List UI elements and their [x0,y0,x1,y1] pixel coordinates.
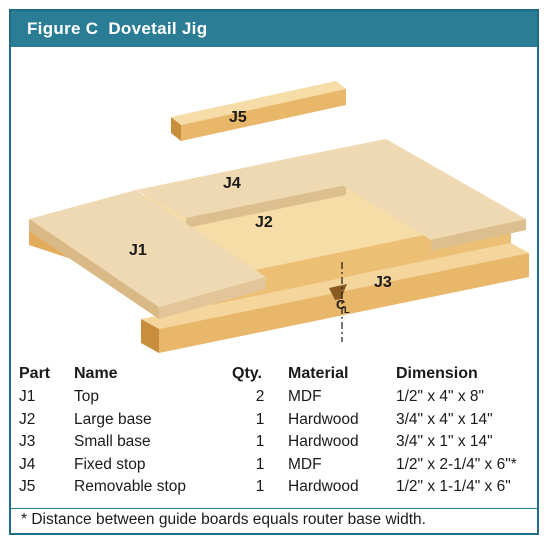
label-j3: J3 [374,274,392,291]
table-header-row: Part Name Qty. Material Dimension [19,362,529,386]
cell-qty: 1 [255,410,265,428]
label-j2: J2 [255,214,273,231]
centerline-sub-label: L [344,305,350,315]
j5-front-face [171,117,181,141]
cell-material: MDF [288,455,322,473]
cell-material: MDF [288,388,322,406]
cell-dimension: 3/4" x 1" x 14" [396,433,493,451]
dovetail-jig-illustration: J5 J4 J2 J1 J3 C L [29,81,529,353]
header-qty: Qty. [232,365,262,382]
cell-material: Hardwood [288,478,359,496]
cell-dimension: 1/2" x 4" x 8" [396,388,485,406]
j1-left-top-face [29,190,266,307]
header-material: Material [288,365,349,382]
figure-number: Figure C [27,19,99,38]
j3-side-face [159,253,529,353]
cell-part: J5 [19,478,36,496]
cell-name: Small base [74,433,151,451]
cell-qty: 1 [255,433,265,451]
cell-part: J3 [19,433,36,451]
cell-dimension: 3/4" x 4" x 14" [396,410,493,428]
j1-left-front-face [29,219,159,319]
footnote-divider [11,508,537,509]
table-row: J1 Top 2 MDF 1/2" x 4" x 8" [19,386,529,409]
header-name: Name [74,365,118,382]
cell-part: J1 [19,388,36,406]
table-row: J4 Fixed stop 1 MDF 1/2" x 2-1/4" x 6"* [19,454,529,477]
j3-front-face [141,319,159,353]
j3-top-face [141,243,529,329]
cell-name: Large base [74,410,152,428]
j5-side-face [181,89,346,141]
j5-top-face [171,81,346,125]
cell-name: Top [74,388,99,406]
label-j4: J4 [223,175,241,192]
cell-part: J4 [19,455,36,473]
cell-dimension: 1/2" x 2-1/4" x 6"* [396,455,517,473]
header-dimension: Dimension [396,365,478,382]
table-row: J2 Large base 1 Hardwood 3/4" x 4" x 14" [19,409,529,432]
figure-title: Dovetail Jig [108,19,208,38]
table-row: J3 Small base 1 Hardwood 3/4" x 1" x 14" [19,431,529,454]
cell-material: Hardwood [288,433,359,451]
figure-header: Figure C Dovetail Jig [11,11,537,47]
cell-name: Fixed stop [74,455,146,473]
cell-qty: 1 [255,455,265,473]
label-j5: J5 [229,109,247,126]
figure-frame: Figure C Dovetail Jig J5 J4 J2 [9,9,539,535]
j4-top-face [136,157,346,218]
cell-material: Hardwood [288,410,359,428]
label-j1: J1 [129,242,147,259]
j1-right-front-face [431,219,526,251]
j4-front-face [186,185,346,228]
footnote: * Distance between guide boards equals r… [21,511,426,528]
cell-qty: 1 [255,478,265,496]
centerline-label: C [336,297,346,312]
j1-right-top-face [296,139,526,240]
header-part: Part [19,365,51,382]
cutting-list-table: Part Name Qty. Material Dimension J1 Top… [19,362,529,499]
cell-dimension: 1/2" x 1-1/4" x 6" [396,478,511,496]
table-row: J5 Removable stop 1 Hardwood 1/2" x 1-1/… [19,476,529,499]
cell-name: Removable stop [74,478,187,496]
cell-part: J2 [19,410,36,428]
cell-qty: 2 [255,388,265,406]
j1-left-side-face [159,277,266,319]
